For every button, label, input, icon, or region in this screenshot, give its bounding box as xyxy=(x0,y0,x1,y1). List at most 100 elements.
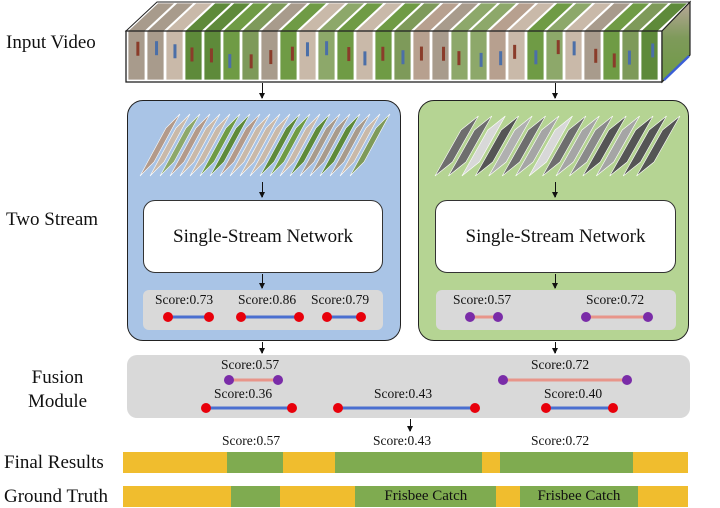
video-frame-player xyxy=(457,51,461,66)
fusion-score-rgb-3: Score:0.40 xyxy=(544,386,603,401)
final-background-segment xyxy=(481,452,500,473)
rgb-proposal-1-start xyxy=(163,312,173,322)
flow-network-label: Single-Stream Network xyxy=(465,225,646,247)
video-frame-player xyxy=(381,46,385,61)
stack-frame xyxy=(501,115,546,177)
stack-frame xyxy=(636,115,681,177)
final-background-segment xyxy=(282,452,335,473)
fusion-flow-proposal-2 xyxy=(498,375,632,385)
stack-frame xyxy=(582,115,627,177)
label-input-video: Input Video xyxy=(6,32,96,53)
stack-frame xyxy=(515,115,560,177)
rgb-frame-stack xyxy=(139,113,391,177)
stack-frame xyxy=(488,115,533,177)
rgb-proposal-1-end xyxy=(204,312,214,322)
rgb-proposal-score-3: Score:0.79 xyxy=(311,292,370,307)
fusion-flow-proposal-2-end xyxy=(622,375,632,385)
video-frame-player xyxy=(479,52,483,67)
video-frame-player xyxy=(627,50,631,65)
gt-action-segment: Frisbee Catch xyxy=(519,486,639,507)
stack-frame xyxy=(528,115,573,177)
fusion-rgb-proposal-3 xyxy=(541,403,618,413)
label-two-stream: Two Stream xyxy=(6,209,99,230)
flow-proposal-2-start xyxy=(581,312,591,322)
final-action-segment xyxy=(334,452,482,473)
stack-frame xyxy=(139,113,181,177)
final-background-segment xyxy=(123,452,227,473)
fusion-flow-proposal-2-start xyxy=(498,375,508,385)
gt-background-segment xyxy=(496,486,520,507)
rgb-proposal-3-end xyxy=(356,312,366,322)
label-fusion-module: Fusion Module xyxy=(28,366,87,414)
stack-frame xyxy=(461,115,506,177)
stack-frame xyxy=(309,113,351,177)
video-frame-player xyxy=(499,51,503,66)
video-frame-player xyxy=(556,40,560,55)
flow-proposal-1 xyxy=(465,312,503,322)
arrow-flow-frames-to-network xyxy=(552,182,558,198)
stack-frame xyxy=(595,115,640,177)
stack-frame xyxy=(259,113,301,177)
gt-background-segment xyxy=(123,486,231,507)
stack-frame xyxy=(609,115,654,177)
video-frame-player xyxy=(594,48,598,63)
ground-truth-bar: Frisbee Catch Frisbee Catch xyxy=(123,486,688,507)
final-score-3: Score:0.72 xyxy=(531,433,590,448)
fusion-rgb-proposal-3-end xyxy=(608,403,618,413)
fusion-flow-proposal-1-start xyxy=(224,375,234,385)
final-action-segment xyxy=(226,452,283,473)
stack-frame xyxy=(339,113,381,177)
final-background-segment xyxy=(632,452,688,473)
final-action-segment xyxy=(499,452,633,473)
video-cuboid-side xyxy=(661,0,691,84)
final-results-bar xyxy=(123,452,688,473)
stack-frame xyxy=(434,115,479,177)
video-frame-player xyxy=(209,48,213,63)
video-frame-player xyxy=(612,53,616,68)
stack-frame xyxy=(219,113,261,177)
gt-action-segment: Frisbee Catch xyxy=(355,486,497,507)
arrow-flow-to-fusion xyxy=(552,342,558,354)
video-frame-player xyxy=(155,41,159,56)
video-frame-player xyxy=(651,43,655,58)
input-video-frames xyxy=(124,0,692,84)
gt-background-segment xyxy=(280,486,356,507)
flow-proposal-1-start xyxy=(465,312,475,322)
flow-proposal-panel xyxy=(436,290,676,330)
final-score-1: Score:0.57 xyxy=(222,433,281,448)
video-frame-player xyxy=(419,46,423,61)
arrow-flow-network-to-scores xyxy=(552,274,558,289)
stack-frame xyxy=(349,113,391,177)
fusion-flow-proposal-1-end xyxy=(273,375,283,385)
flow-proposal-1-end xyxy=(493,312,503,322)
stack-frame xyxy=(289,113,331,177)
stack-frame xyxy=(555,115,600,177)
video-frame-player xyxy=(228,54,232,69)
stack-frame xyxy=(569,115,614,177)
rgb-proposal-2 xyxy=(236,312,304,322)
flow-proposal-2 xyxy=(581,312,653,322)
rgb-proposal-score-2: Score:0.86 xyxy=(238,292,297,307)
rgb-proposal-3-start xyxy=(322,312,332,322)
stack-frame xyxy=(249,113,291,177)
label-fusion-line1: Fusion xyxy=(31,367,84,388)
video-frame-player xyxy=(325,41,329,56)
stack-frame xyxy=(279,113,321,177)
fusion-score-flow-2: Score:0.72 xyxy=(531,357,590,372)
rgb-proposal-panel xyxy=(143,290,383,330)
fusion-rgb-proposal-2-end xyxy=(470,403,480,413)
flow-proposal-score-1: Score:0.57 xyxy=(453,292,512,307)
label-ground-truth: Ground Truth xyxy=(4,486,108,507)
gt-background-segment xyxy=(638,486,688,507)
video-frame-player xyxy=(173,44,177,59)
fusion-score-flow-1: Score:0.57 xyxy=(221,357,280,372)
arrow-video-to-flow xyxy=(552,83,558,99)
fusion-rgb-proposal-1 xyxy=(201,403,297,413)
video-frame-player xyxy=(401,50,405,65)
rgb-proposal-2-start xyxy=(236,312,246,322)
video-frame-player xyxy=(363,51,367,66)
rgb-proposal-2-end xyxy=(294,312,304,322)
